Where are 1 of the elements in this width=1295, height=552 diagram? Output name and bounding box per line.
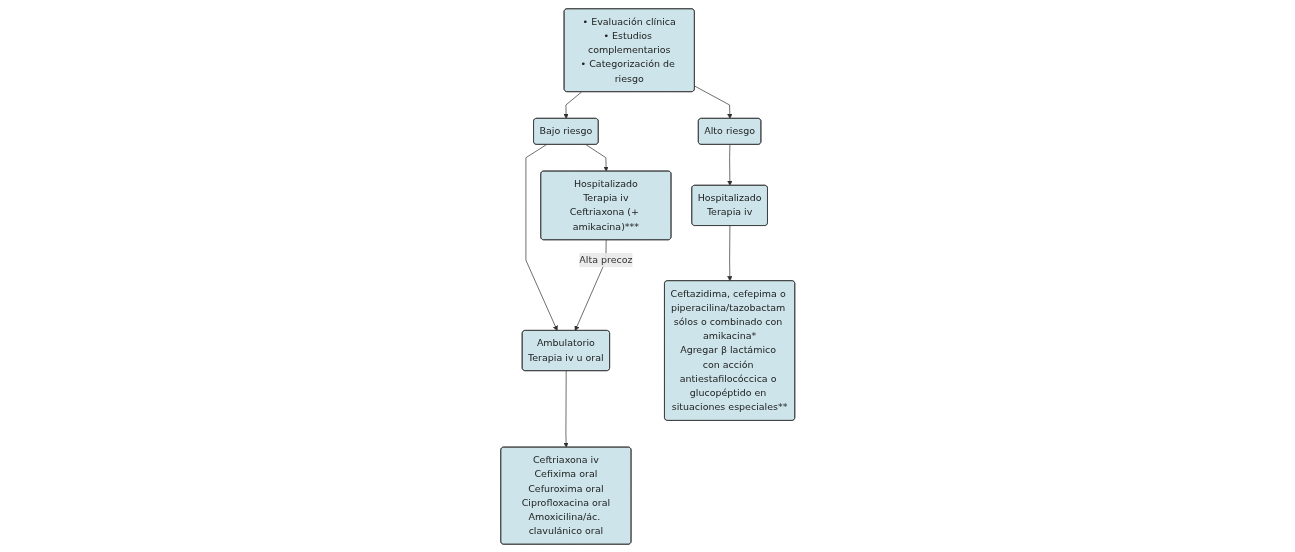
edge-label: Alta precoz <box>579 253 633 266</box>
